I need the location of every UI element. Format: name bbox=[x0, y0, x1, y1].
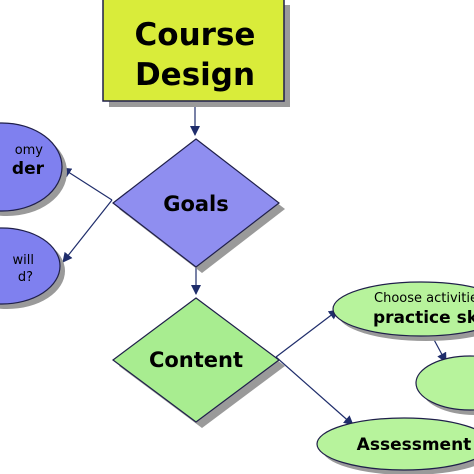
left-bottom-ellipse bbox=[0, 227, 61, 305]
course-design-box bbox=[102, 0, 285, 102]
right-mid-ellipse-node bbox=[415, 355, 474, 415]
course-design-node: Course Design bbox=[102, 0, 290, 107]
edge-goals-to-left-bottom bbox=[62, 199, 113, 263]
left-top-ellipse-line2: der bbox=[12, 159, 45, 179]
content-node: Content bbox=[111, 297, 285, 428]
left-bottom-ellipse-line1: will bbox=[13, 253, 34, 268]
assessment-ellipse bbox=[316, 417, 474, 471]
right-top-ellipse-line2: practice skil bbox=[373, 308, 474, 328]
left-top-ellipse-line1: omy bbox=[15, 143, 44, 158]
left-top-ellipse bbox=[0, 122, 63, 212]
content-diamond bbox=[111, 297, 281, 423]
course-design-line2: Design bbox=[135, 57, 255, 93]
goals-label: Goals bbox=[163, 192, 229, 216]
assessment-node: Assessment bbox=[316, 417, 474, 474]
edge-content-to-assessment bbox=[275, 356, 354, 426]
edge-content-to-right-top bbox=[275, 309, 339, 358]
left-bottom-ellipse-node: will d? bbox=[0, 227, 65, 309]
left-bottom-ellipse-line2: d? bbox=[18, 270, 33, 285]
goals-node: Goals bbox=[112, 138, 285, 273]
edge-goals-to-left-top bbox=[61, 167, 113, 201]
left-top-ellipse-node: omy der bbox=[0, 122, 67, 216]
content-label: Content bbox=[149, 348, 243, 372]
right-top-ellipse bbox=[332, 281, 474, 337]
right-mid-ellipse bbox=[415, 355, 474, 411]
course-design-line1: Course bbox=[135, 17, 256, 53]
right-top-ellipse-line1: Choose activitie bbox=[374, 291, 474, 306]
right-top-ellipse-node: Choose activitie practice skil bbox=[332, 281, 474, 341]
assessment-label: Assessment bbox=[357, 435, 472, 455]
goals-diamond bbox=[112, 138, 280, 268]
